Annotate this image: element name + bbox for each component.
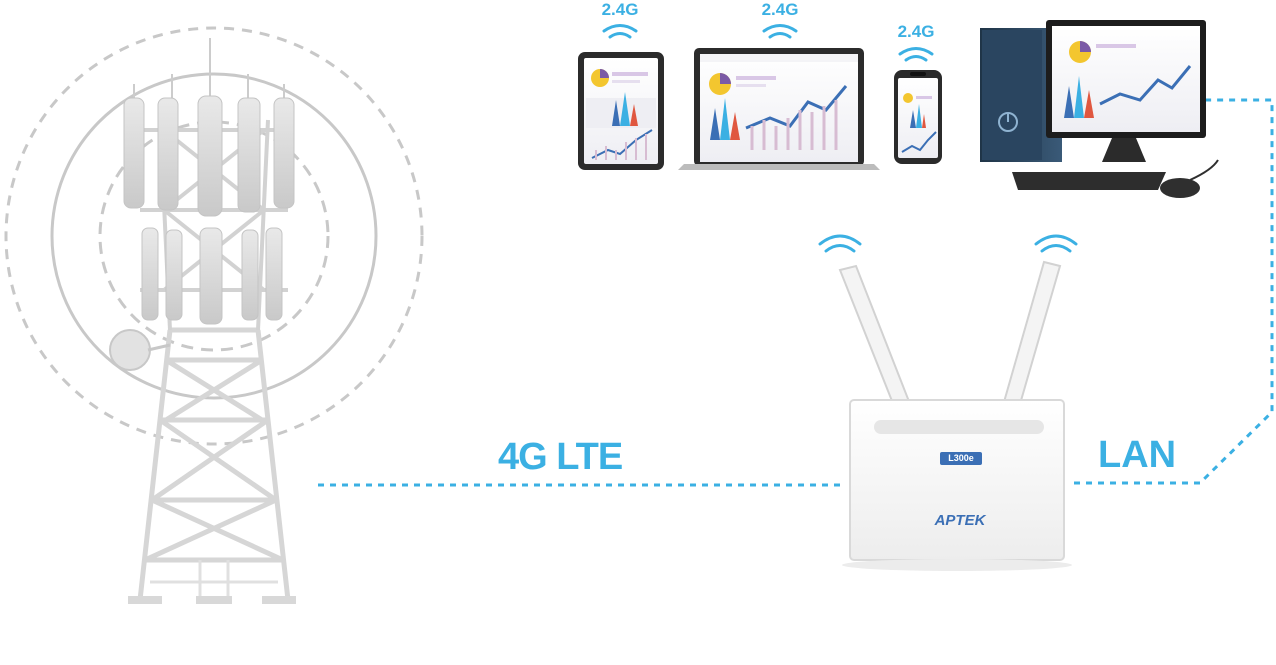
router-brand-logo: APTEK bbox=[934, 512, 986, 529]
device-wifi-icons bbox=[602, 24, 934, 62]
signal-rings bbox=[4, 26, 424, 446]
wifi-icon bbox=[818, 234, 1078, 253]
cell-tower-icon bbox=[109, 38, 296, 604]
wifi-band-label-tablet: 2.4G bbox=[601, 0, 639, 19]
tablet-icon bbox=[578, 52, 664, 170]
laptop-icon bbox=[678, 48, 880, 170]
connection-lines bbox=[318, 98, 1274, 487]
lan-link bbox=[1074, 98, 1274, 485]
phone-icon bbox=[894, 70, 942, 164]
router-model-badge: L300e bbox=[940, 452, 982, 465]
wifi-band-label-phone: 2.4G bbox=[897, 22, 935, 41]
wifi-band-label-laptop: 2.4G bbox=[761, 0, 799, 19]
lte-label: 4G LTE bbox=[498, 436, 623, 478]
desktop-computer-icon bbox=[980, 20, 1219, 198]
lan-label: LAN bbox=[1098, 434, 1177, 476]
router-icon bbox=[838, 260, 1072, 571]
